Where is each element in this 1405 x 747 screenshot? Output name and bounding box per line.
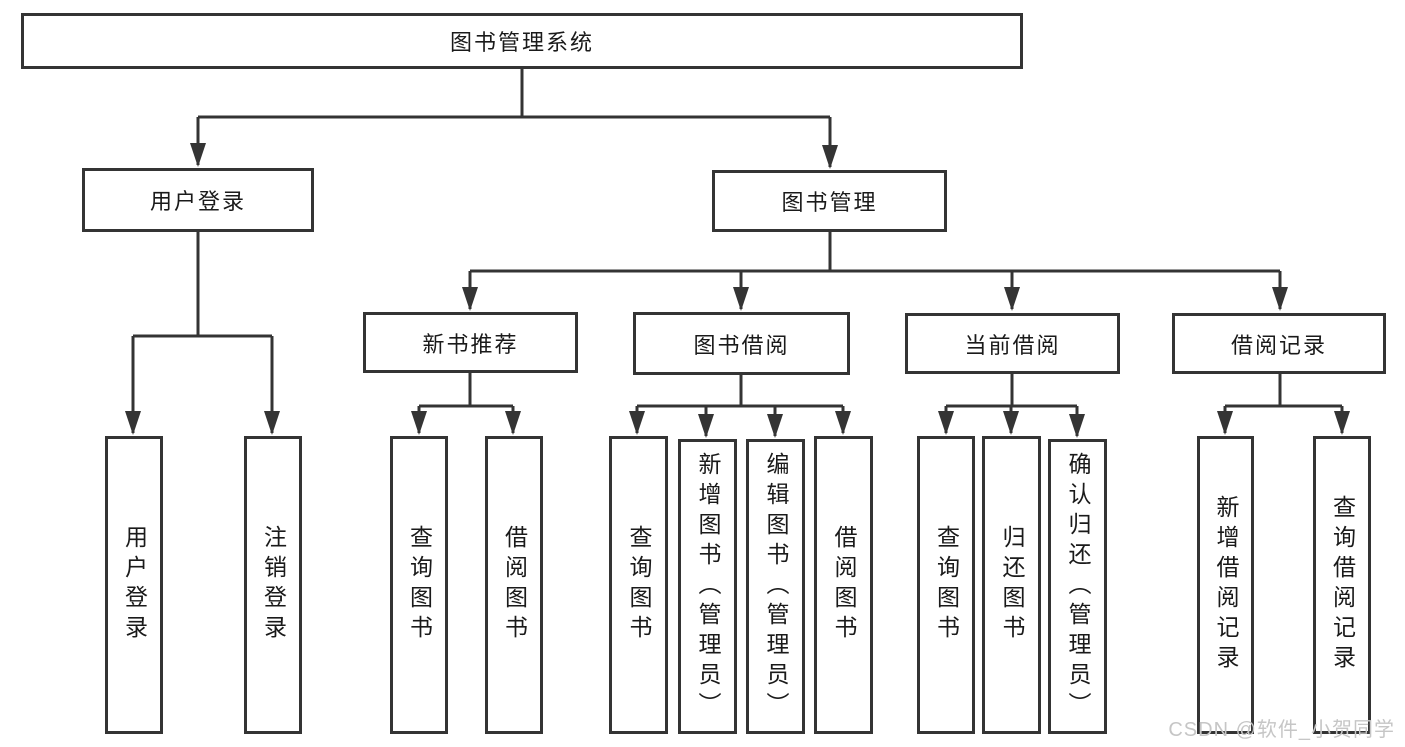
node-label: 图书借阅 (693, 332, 790, 358)
node-library-management-system: 图书管理系统 (21, 13, 1023, 69)
node-label: 图书管理 (781, 190, 878, 215)
node-label: 借阅图书 (831, 525, 857, 645)
node-label: 借阅图书 (501, 525, 528, 645)
leaf-logout-login: 注销登录 (244, 436, 302, 734)
node-label: 图书管理系统 (449, 30, 594, 55)
node-label: 归还图书 (999, 525, 1025, 645)
leaf-add-borrow-record: 新增借阅记录 (1197, 436, 1254, 734)
node-label: 查询图书 (933, 525, 960, 645)
node-label: 查询图书 (406, 525, 433, 645)
node-label: 用户登录 (149, 189, 246, 214)
leaf-borrow-books: 借阅图书 (814, 436, 873, 734)
csdn-watermark: CSDN @软件_小贺同学 (1168, 719, 1395, 741)
node-label: 新增借阅记录 (1213, 495, 1239, 675)
node-label: 查询图书 (626, 525, 652, 645)
leaf-confirm-return-admin: 确认归还（管理员） (1048, 439, 1107, 734)
node-book-borrow: 图书借阅 (633, 312, 850, 375)
node-label: 确认归还（管理员） (1065, 451, 1091, 722)
leaf-query-borrow-record: 查询借阅记录 (1313, 436, 1371, 734)
node-label: 查询借阅记录 (1329, 495, 1356, 675)
leaf-edit-book-admin: 编辑图书（管理员） (746, 439, 805, 734)
node-label: 用户登录 (121, 525, 148, 645)
leaf-return-books: 归还图书 (982, 436, 1041, 734)
node-current-borrow: 当前借阅 (905, 313, 1120, 374)
node-label: 注销登录 (260, 525, 287, 645)
node-book-management: 图书管理 (712, 170, 947, 232)
node-borrow-records: 借阅记录 (1172, 313, 1386, 374)
node-label: 当前借阅 (964, 332, 1061, 358)
node-label: 借阅记录 (1230, 332, 1327, 358)
leaf-query-books-borrow: 查询图书 (609, 436, 668, 734)
leaf-add-book-admin: 新增图书（管理员） (678, 439, 737, 734)
leaf-user-login: 用户登录 (105, 436, 163, 734)
node-new-book-recommend: 新书推荐 (363, 312, 578, 373)
node-label: 编辑图书（管理员） (763, 451, 789, 722)
node-label: 新增图书（管理员） (695, 451, 721, 722)
node-user-login: 用户登录 (82, 168, 314, 232)
leaf-query-books-current: 查询图书 (917, 436, 975, 734)
leaf-query-books-recommend: 查询图书 (390, 436, 448, 734)
leaf-borrow-books-recommend: 借阅图书 (485, 436, 543, 734)
trunk-lines (133, 69, 1342, 408)
node-label: 新书推荐 (422, 331, 519, 357)
